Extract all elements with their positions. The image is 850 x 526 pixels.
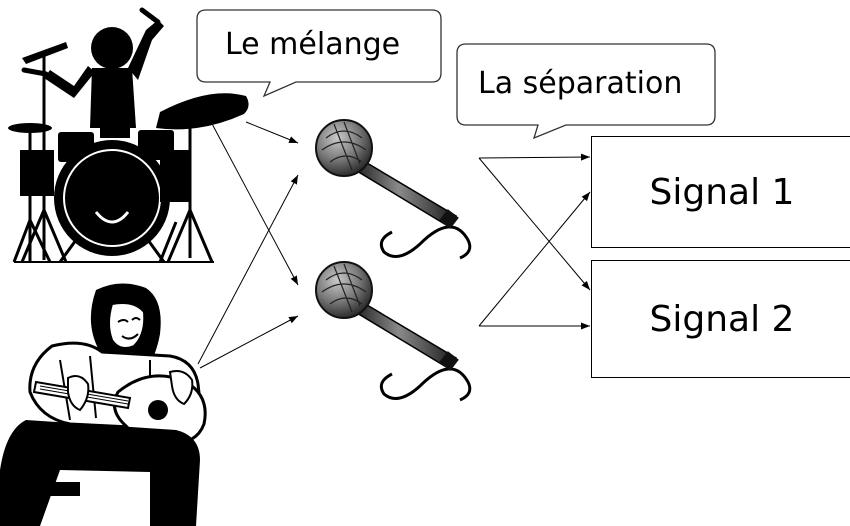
arrow-mic2-to-signal1 — [478, 191, 591, 327]
drummer-icon — [8, 7, 249, 263]
microphone-icon — [315, 119, 472, 260]
signal-1-label: Signal 1 — [649, 171, 795, 213]
signal-1-box: Signal 1 — [591, 136, 850, 248]
arrow-guitar-to-mic2 — [199, 315, 299, 369]
separation-label: La séparation — [478, 66, 683, 101]
mixing-arrows — [197, 119, 299, 369]
arrow-drums-to-mic1 — [245, 121, 299, 144]
arrow-drums-to-mic2 — [209, 119, 299, 286]
separation-speech-bubble — [456, 43, 716, 140]
signal-2-box: Signal 2 — [591, 260, 850, 378]
mix-speech-bubble — [196, 9, 442, 98]
arrow-mic1-to-signal1 — [478, 153, 591, 161]
signal-2-label: Signal 2 — [649, 298, 795, 340]
microphone-icon — [315, 261, 472, 402]
arrow-mic1-to-signal2 — [478, 157, 591, 291]
guitarist-icon — [0, 283, 207, 526]
separation-arrows — [478, 153, 591, 330]
mix-label: Le mélange — [225, 27, 401, 62]
arrow-guitar-to-mic1 — [197, 174, 299, 365]
